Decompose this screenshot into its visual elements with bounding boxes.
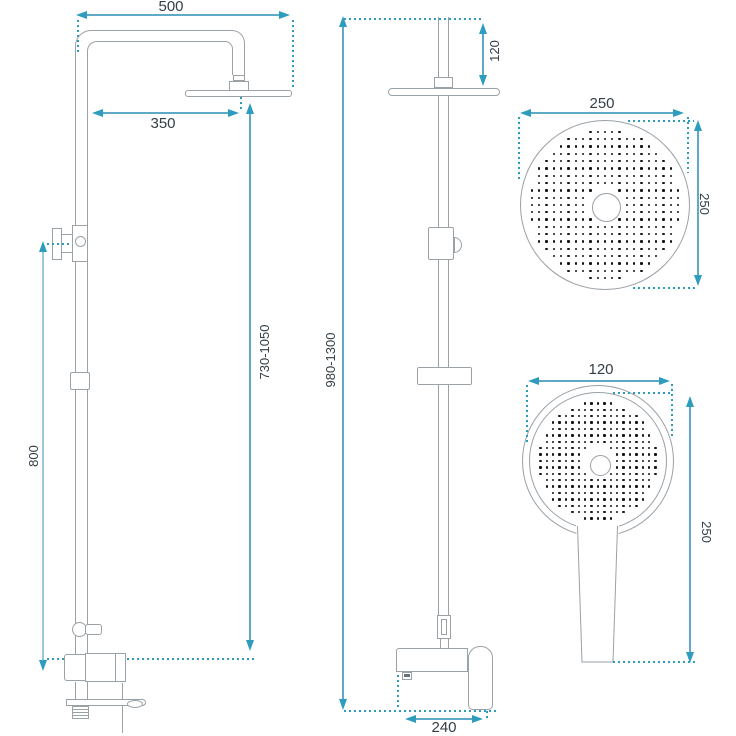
mixer-body-front: [396, 648, 468, 672]
dim-label-arm-width: 500: [158, 0, 184, 15]
arrow-down-icon: [339, 699, 347, 710]
arrow-up-icon: [479, 23, 487, 34]
extension-dotted-line: [397, 675, 399, 710]
arrow-up-icon: [39, 241, 47, 252]
dim-line-head-offset: [96, 112, 235, 114]
center-hub: [590, 455, 611, 476]
dim-line-rain-width: [524, 112, 680, 114]
dim-label-head-offset: 350: [150, 115, 176, 132]
rain-head-side: [185, 90, 292, 97]
extension-dotted-line: [47, 658, 254, 660]
wall-bracket-front: [428, 227, 454, 260]
mixer-handle-front: [468, 646, 493, 710]
arrow-down-icon: [39, 660, 47, 671]
arrow-down-icon: [479, 75, 487, 86]
extension-dotted-line: [687, 117, 689, 173]
threaded-connector: [72, 706, 89, 719]
extension-dotted-line: [292, 20, 294, 88]
arrow-left-icon: [76, 11, 87, 19]
shower-arm-outer: [75, 30, 245, 75]
arrow-up-icon: [339, 16, 347, 27]
dim-label-hand-length: 250: [699, 521, 714, 543]
dim-line-hand-length: [689, 406, 691, 653]
arrow-down-icon: [686, 652, 694, 663]
riser-pipe: [75, 682, 76, 699]
hand-shower-holder-arm: [85, 624, 102, 635]
dim-line-arm-width: [80, 14, 286, 16]
arrow-left-icon: [92, 109, 103, 117]
riser-pipe-front: [440, 639, 441, 648]
slider-holder-side: [70, 372, 90, 390]
wall-bracket-arm: [62, 234, 72, 235]
arrow-right-icon: [673, 109, 684, 117]
extension-dotted-line: [240, 97, 242, 110]
extension-dotted-line: [613, 661, 697, 663]
extension-dotted-line: [518, 117, 520, 181]
head-connector-front: [434, 77, 453, 88]
dim-line-total-height: [342, 26, 344, 700]
mixer-body-divider: [115, 654, 116, 681]
hand-shower-handle: [576, 524, 619, 663]
riser-pipe-front: [448, 639, 449, 648]
hose-line: [122, 683, 123, 733]
extension-dotted-line: [526, 385, 528, 443]
arrow-up-icon: [694, 120, 702, 131]
riser-pipe: [87, 682, 88, 699]
arrow-down-icon: [246, 640, 254, 651]
dim-label-mixer-width: 240: [431, 719, 457, 736]
bracket-knob: [75, 236, 86, 247]
head-connector: [233, 75, 245, 81]
dim-line-rain-height: [697, 130, 699, 276]
mixer-body-side: [85, 653, 126, 682]
dim-line-mixer-width: [409, 718, 479, 720]
dim-line-adjustable-height: [249, 113, 251, 640]
shower-arm-inner: [87, 41, 233, 75]
arrow-left-icon: [405, 715, 416, 723]
riser-pipe: [75, 74, 76, 655]
extension-dotted-line: [633, 287, 697, 289]
slider-holder-front: [417, 367, 472, 385]
brand-logo-mark: [404, 674, 410, 677]
center-hub: [592, 193, 621, 222]
arrow-up-icon: [686, 396, 694, 407]
arrow-right-icon: [228, 109, 239, 117]
arrow-up-icon: [246, 103, 254, 114]
extension-dotted-line: [344, 18, 483, 20]
dim-label-rain-width: 250: [589, 95, 615, 112]
dim-label-hand-width: 120: [588, 361, 614, 378]
dim-line-hand-width: [532, 380, 666, 382]
spout-outlet: [127, 700, 143, 708]
rain-head-face: [520, 120, 690, 290]
riser-pipe-front: [448, 17, 449, 615]
spout-plate-side: [66, 699, 146, 706]
lower-connector-inner: [441, 619, 447, 635]
arrow-down-icon: [694, 275, 702, 286]
arrow-left-icon: [520, 109, 531, 117]
dim-line-head-drop: [482, 32, 484, 76]
extension-dotted-line: [628, 120, 694, 122]
extension-dotted-line: [486, 711, 488, 720]
rain-head-front: [388, 88, 500, 96]
arrow-left-icon: [528, 377, 539, 385]
riser-pipe: [87, 74, 88, 655]
arrow-right-icon: [659, 377, 670, 385]
extension-dotted-line: [47, 243, 69, 245]
extension-dotted-line: [344, 710, 496, 712]
extension-dotted-line: [613, 392, 672, 394]
riser-pipe-front: [438, 17, 439, 615]
arrow-right-icon: [472, 715, 483, 723]
wall-bracket-arm: [62, 252, 72, 253]
arrow-right-icon: [279, 11, 290, 19]
dim-line-bracket-height: [42, 251, 44, 660]
extension-dotted-line: [671, 384, 673, 439]
